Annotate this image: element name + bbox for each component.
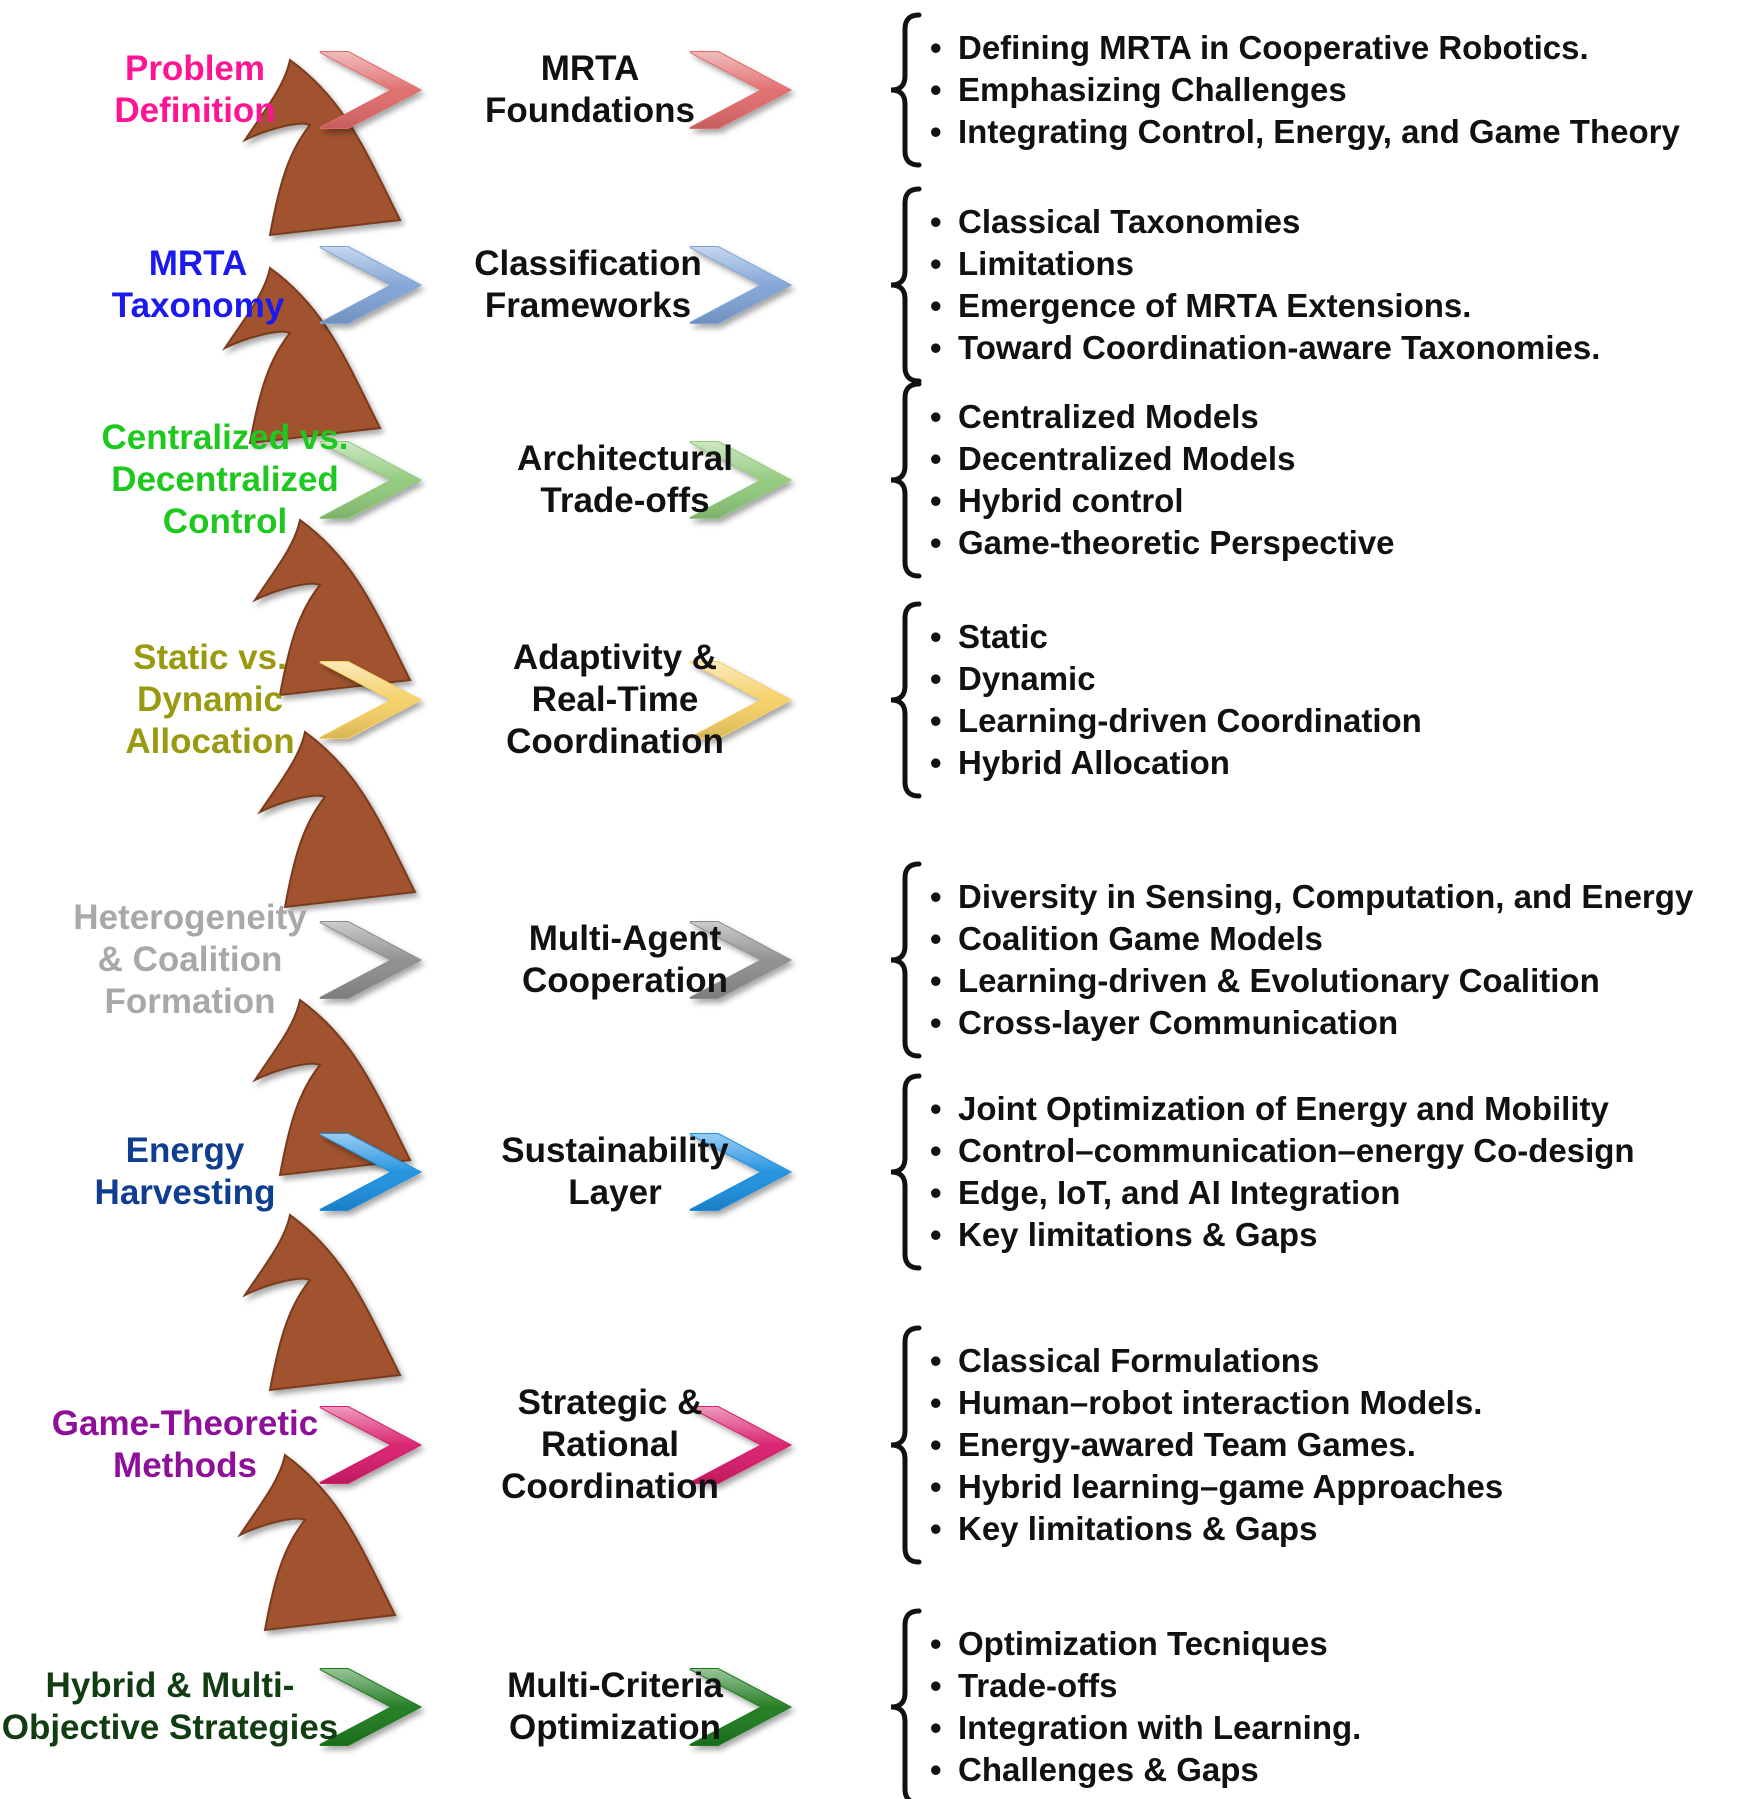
topic-label: Problem Definition [114, 49, 276, 130]
bullet-item: Centralized Models [928, 396, 1395, 438]
curly-brace [890, 12, 922, 168]
subtitle-label: Multi-Agent Cooperation [521, 919, 729, 1000]
chevron-arrow-left [319, 921, 423, 999]
flow-arrow-4 [257, 730, 417, 909]
topic-label: Hybrid & Multi- Objective Strategies [1, 1666, 339, 1747]
bullet-list: Optimization TecniquesTrade-offsIntegrat… [928, 1623, 1361, 1791]
bullet-item: Edge, IoT, and AI Integration [928, 1172, 1635, 1214]
chevron-arrow-left [319, 1406, 423, 1484]
bullet-list: StaticDynamicLearning-driven Coordinatio… [928, 616, 1422, 784]
curly-brace [890, 861, 922, 1059]
chevron-arrow-right [689, 51, 793, 129]
bullet-item: Emphasizing Challenges [928, 69, 1680, 111]
bullet-item: Diversity in Sensing, Computation, and E… [928, 876, 1693, 918]
chevron-arrow-left [319, 1668, 423, 1746]
curly-brace [890, 1073, 922, 1271]
subtitle-label: Multi-Criteria Optimization [507, 1666, 723, 1747]
bullet-item: Key limitations & Gaps [928, 1214, 1635, 1256]
bullet-item: Human–robot interaction Models. [928, 1382, 1503, 1424]
flow-arrow-7 [237, 1453, 397, 1632]
bullet-item: Classical Formulations [928, 1340, 1503, 1382]
bullet-item: Game-theoretic Perspective [928, 522, 1395, 564]
curly-brace [890, 1608, 922, 1799]
chevron-arrow-right [689, 661, 793, 739]
bullet-item: Trade-offs [928, 1665, 1361, 1707]
curly-brace [890, 381, 922, 579]
chevron-arrow-left [319, 51, 423, 129]
bullet-item: Cross-layer Communication [928, 1002, 1693, 1044]
curly-brace [890, 186, 922, 384]
subtitle-label: Architectural Trade-offs [517, 439, 733, 520]
bullet-item: Hybrid Allocation [928, 742, 1422, 784]
bullet-item: Dynamic [928, 658, 1422, 700]
subtitle-label: Adaptivity & Real-Time Coordination [506, 638, 724, 761]
bullet-list: Classical FormulationsHuman–robot intera… [928, 1340, 1503, 1550]
topic-label: Energy Harvesting [94, 1131, 276, 1212]
bullet-item: Defining MRTA in Cooperative Robotics. [928, 27, 1680, 69]
chevron-arrow-right [689, 921, 793, 999]
subtitle-label: Strategic & Rational Coordination [501, 1383, 719, 1506]
flow-arrow-2 [222, 266, 382, 445]
curly-brace [890, 601, 922, 799]
bullet-item: Hybrid learning–game Approaches [928, 1466, 1503, 1508]
bullet-item: Learning-driven & Evolutionary Coalition [928, 960, 1693, 1002]
bullet-item: Hybrid control [928, 480, 1395, 522]
chevron-arrow-right [689, 246, 793, 324]
bullet-list: Joint Optimization of Energy and Mobilit… [928, 1088, 1635, 1256]
chevron-arrow-left [319, 661, 423, 739]
bullet-item: Toward Coordination-aware Taxonomies. [928, 327, 1600, 369]
bullet-item: Challenges & Gaps [928, 1749, 1361, 1791]
bullet-item: Optimization Tecniques [928, 1623, 1361, 1665]
subtitle-label: MRTA Foundations [485, 49, 695, 130]
chevron-arrow-left [319, 1133, 423, 1211]
chevron-arrow-right [689, 441, 793, 519]
bullet-item: Static [928, 616, 1422, 658]
curly-brace [890, 1325, 922, 1565]
bullet-item: Coalition Game Models [928, 918, 1693, 960]
chevron-arrow-right [689, 1668, 793, 1746]
chevron-arrow-right [689, 1133, 793, 1211]
bullet-list: Centralized ModelsDecentralized ModelsHy… [928, 396, 1395, 564]
flow-arrow-6 [242, 1213, 402, 1392]
chevron-arrow-left [319, 441, 423, 519]
chevron-arrow-right [689, 1406, 793, 1484]
flow-arrow-1 [242, 58, 402, 237]
bullet-item: Integrating Control, Energy, and Game Th… [928, 111, 1680, 153]
bullet-item: Control–communication–energy Co-design [928, 1130, 1635, 1172]
subtitle-label: Sustainability Layer [501, 1131, 729, 1212]
bullet-list: Classical TaxonomiesLimitationsEmergence… [928, 201, 1600, 369]
bullet-item: Energy-awared Team Games. [928, 1424, 1503, 1466]
topic-label: Centralized vs. Decentralized Control [101, 418, 349, 541]
flow-arrow-3 [252, 518, 412, 697]
bullet-item: Key limitations & Gaps [928, 1508, 1503, 1550]
bullet-item: Emergence of MRTA Extensions. [928, 285, 1600, 327]
flow-arrow-5 [252, 998, 412, 1177]
topic-label: Game-Theoretic Methods [51, 1404, 319, 1485]
bullet-item: Integration with Learning. [928, 1707, 1361, 1749]
bullet-item: Decentralized Models [928, 438, 1395, 480]
chevron-arrow-left [319, 246, 423, 324]
topic-label: Heterogeneity & Coalition Formation [73, 898, 307, 1021]
bullet-list: Defining MRTA in Cooperative Robotics.Em… [928, 27, 1680, 153]
topic-label: Static vs. Dynamic Allocation [125, 638, 295, 761]
bullet-item: Learning-driven Coordination [928, 700, 1422, 742]
bullet-item: Classical Taxonomies [928, 201, 1600, 243]
topic-label: MRTA Taxonomy [111, 244, 285, 325]
bullet-item: Limitations [928, 243, 1600, 285]
bullet-item: Joint Optimization of Energy and Mobilit… [928, 1088, 1635, 1130]
bullet-list: Diversity in Sensing, Computation, and E… [928, 876, 1693, 1044]
subtitle-label: Classification Frameworks [474, 244, 702, 325]
